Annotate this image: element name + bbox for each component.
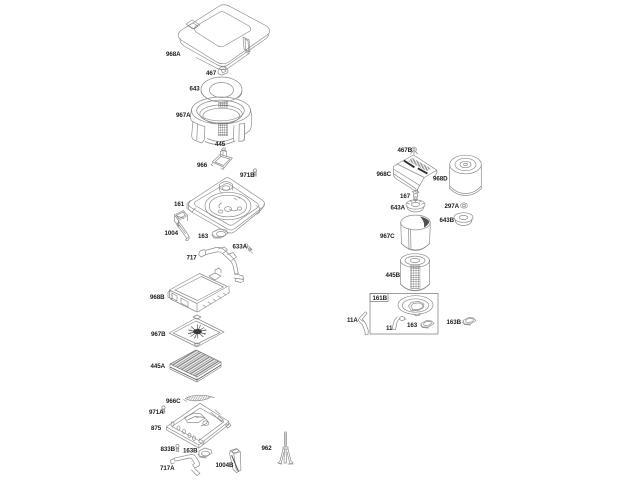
svg-text:875: 875 xyxy=(151,425,162,432)
svg-text:163B: 163B xyxy=(447,319,462,326)
svg-text:968A: 968A xyxy=(166,51,181,58)
svg-text:967B: 967B xyxy=(151,331,166,338)
svg-text:297A: 297A xyxy=(445,203,460,210)
svg-text:467B: 467B xyxy=(398,147,413,154)
svg-text:968B: 968B xyxy=(150,294,165,301)
svg-text:11A: 11A xyxy=(347,317,358,324)
svg-text:967A: 967A xyxy=(176,112,191,119)
svg-text:161: 161 xyxy=(174,201,185,208)
svg-text:1004B: 1004B xyxy=(216,462,234,469)
svg-text:643A: 643A xyxy=(391,205,406,212)
svg-text:968C: 968C xyxy=(377,171,392,178)
svg-text:643: 643 xyxy=(190,86,201,93)
svg-text:717A: 717A xyxy=(160,465,175,472)
svg-text:163: 163 xyxy=(198,233,209,240)
svg-text:467: 467 xyxy=(206,70,217,77)
svg-text:968D: 968D xyxy=(433,176,448,183)
svg-text:1004: 1004 xyxy=(165,230,179,237)
svg-text:163: 163 xyxy=(407,322,418,329)
svg-text:445B: 445B xyxy=(386,272,401,279)
svg-text:971A: 971A xyxy=(149,409,164,416)
svg-text:11: 11 xyxy=(386,325,393,332)
svg-text:163B: 163B xyxy=(183,448,198,455)
svg-text:833B: 833B xyxy=(161,446,176,453)
svg-text:971B: 971B xyxy=(240,172,255,179)
svg-text:445A: 445A xyxy=(151,363,166,370)
svg-text:643B: 643B xyxy=(440,217,455,224)
svg-text:966: 966 xyxy=(197,162,208,169)
svg-text:445: 445 xyxy=(215,141,226,148)
svg-text:966C: 966C xyxy=(166,398,181,405)
svg-text:633A: 633A xyxy=(233,244,248,251)
svg-text:717: 717 xyxy=(187,255,198,262)
svg-text:962: 962 xyxy=(262,445,273,452)
svg-text:167: 167 xyxy=(400,193,411,200)
svg-text:161B: 161B xyxy=(373,295,388,302)
svg-text:967C: 967C xyxy=(380,233,395,240)
